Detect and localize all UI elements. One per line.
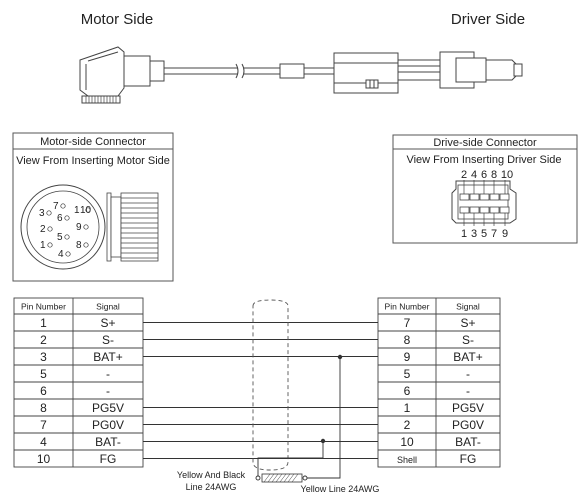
drive-pin-label: 1: [461, 228, 467, 240]
left-table-signal-cell: S+: [100, 316, 115, 330]
bat-plus-junction: [337, 354, 343, 360]
drive-pin-label: 9: [502, 228, 508, 240]
left-table-signal-cell: -: [106, 367, 110, 381]
right-table-signal-cell: -: [466, 367, 470, 381]
motor-pin-labels: 7 1 10 3 6 2 9 5 1 8 4: [39, 201, 92, 260]
right-table-signal-cell: S+: [460, 316, 475, 330]
motor-connector-title: Motor-side Connector: [40, 136, 146, 148]
right-table-header-pin: Pin Number: [385, 302, 430, 312]
drive-pin-label: 4: [471, 169, 477, 181]
left-table-header-signal: Signal: [96, 302, 120, 312]
left-pin-table: Pin Number Signal 1 S+ 2 S- 3 BAT+ 5 - 6 - 8 PG5V 7 PG0…: [13, 297, 144, 468]
drive-pin-label: 7: [491, 228, 497, 240]
left-table-pin-cell: 2: [40, 333, 47, 347]
left-table-pin-cell: 8: [40, 401, 47, 415]
motor-pin-label: 4: [58, 249, 64, 260]
right-table-pin-cell: Shell: [397, 455, 417, 465]
right-table-pin-cell: 7: [404, 316, 411, 330]
yellow-line-label: Yellow Line 24AWG: [301, 484, 380, 494]
motor-connector-subtitle: View From Inserting Motor Side: [16, 155, 170, 167]
right-table-signal-cell: PG5V: [452, 401, 484, 415]
left-table-signal-cell: -: [106, 384, 110, 398]
driver-side-heading: Driver Side: [451, 11, 525, 28]
yellow-black-awg-label: Line 24AWG: [186, 482, 237, 492]
drive-pin-label: 3: [471, 228, 477, 240]
left-table-pin-cell: 10: [37, 452, 51, 466]
left-table-signal-cell: BAT+: [93, 350, 122, 364]
right-table-pin-cell: 5: [404, 367, 411, 381]
ground-wiring: [255, 357, 341, 483]
right-table-pin-cell: 6: [404, 384, 411, 398]
drive-pin-label: 6: [481, 169, 487, 181]
left-table-pin-cell: 1: [40, 316, 47, 330]
right-table-pin-cell: 2: [404, 418, 411, 432]
left-table-pin-cell: 4: [40, 435, 47, 449]
motor-pin-label: 8: [76, 240, 82, 251]
right-table-signal-cell: PG0V: [452, 418, 484, 432]
drive-pin-label: 8: [491, 169, 497, 181]
right-table-pin-cell: 9: [404, 350, 411, 364]
right-table-header-signal: Signal: [456, 302, 480, 312]
motor-pin-label: 6: [57, 213, 63, 224]
motor-pin-label: 1: [40, 240, 46, 251]
left-table-pin-cell: 7: [40, 418, 47, 432]
bat-minus-junction: [320, 438, 326, 444]
motor-pin-label: 7: [53, 201, 59, 212]
motor-pin-label: 1: [74, 205, 80, 216]
left-table-signal-cell: PG5V: [92, 401, 124, 415]
cable-shield: [252, 299, 289, 471]
motor-pin-label: 3: [39, 208, 45, 219]
yellow-black-label: Yellow And Black: [177, 470, 246, 480]
left-table-signal-cell: FG: [100, 452, 117, 466]
right-table-pin-cell: 8: [404, 333, 411, 347]
right-table-signal-cell: BAT+: [453, 350, 482, 364]
right-table-pin-cell: 10: [400, 435, 414, 449]
drive-pin-label: 5: [481, 228, 487, 240]
drive-connector-subtitle: View From Inserting Driver Side: [406, 154, 561, 166]
left-table-pin-cell: 3: [40, 350, 47, 364]
drive-connector-title: Drive-side Connector: [433, 137, 537, 149]
drive-pin-label: 10: [501, 169, 513, 181]
motor-side-heading: Motor Side: [81, 11, 154, 28]
motor-connector-box: Motor-side Connector View From Inserting…: [12, 132, 174, 282]
motor-pin-label: 9: [76, 222, 82, 233]
wires: [143, 322, 378, 459]
left-table-signal-cell: PG0V: [92, 418, 124, 432]
right-table-signal-cell: BAT-: [455, 435, 481, 449]
left-table-signal-cell: S-: [102, 333, 114, 347]
right-table-signal-cell: S-: [462, 333, 474, 347]
right-table-signal-cell: -: [466, 384, 470, 398]
motor-pin-label: 2: [40, 224, 46, 235]
left-table-pin-cell: 5: [40, 367, 47, 381]
left-table-header-pin: Pin Number: [21, 302, 66, 312]
left-table-signal-cell: BAT-: [95, 435, 121, 449]
drive-connector-box: Drive-side Connector View From Inserting…: [392, 134, 578, 244]
drive-pin-label: 2: [461, 169, 467, 181]
right-pin-table: Pin Number Signal 7 S+ 8 S- 9 BAT+ 5 - 6 - 1 PG5V 2 PG0…: [377, 297, 501, 468]
left-table-pin-cell: 6: [40, 384, 47, 398]
cable-illustration: [79, 46, 523, 104]
right-table-pin-cell: 1: [404, 401, 411, 415]
motor-pin-label: 5: [57, 232, 63, 243]
right-table-signal-cell: FG: [460, 452, 477, 466]
